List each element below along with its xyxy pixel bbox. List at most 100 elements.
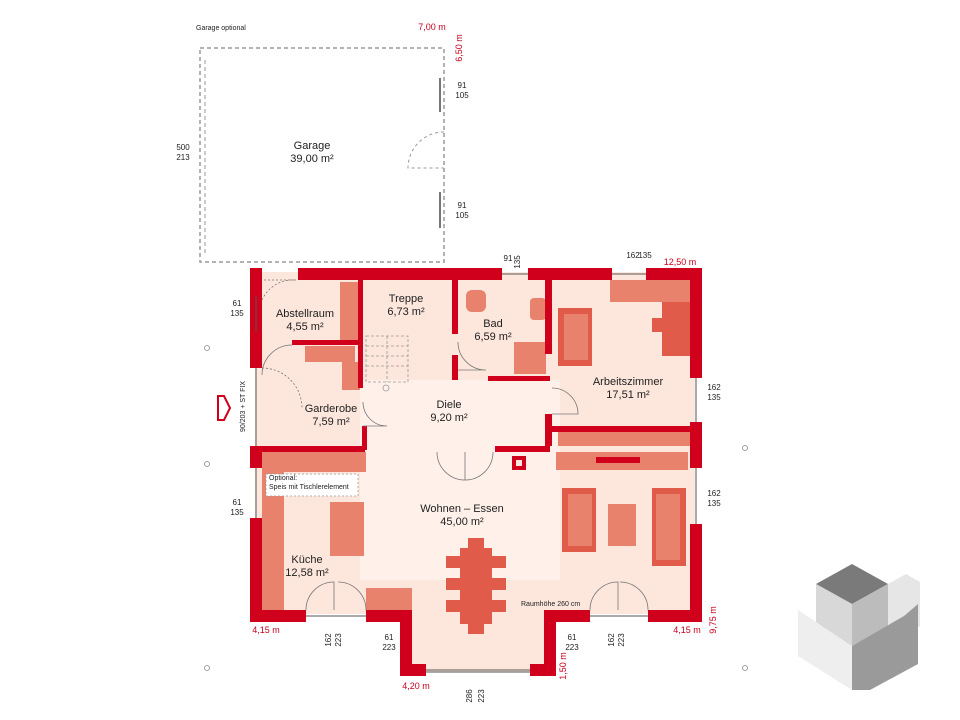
dim-bay-front-2: 223	[477, 689, 486, 703]
door-abstell	[261, 279, 297, 301]
wall-int-3	[358, 358, 363, 388]
corner-mark-1	[204, 345, 210, 351]
dim-kueche-door-2: 223	[334, 633, 343, 647]
wall-int-4	[452, 272, 458, 334]
garage: Garage optional Garage 39,00 m² 7,00 m 6…	[176, 22, 469, 263]
dining-chair-l2	[446, 578, 460, 590]
wohnen-sofa-right-seat	[656, 494, 680, 560]
dim-total-depth: 9,75 m	[708, 606, 718, 634]
dining-chair-r3	[492, 600, 506, 612]
garage-area: 39,00 m²	[290, 153, 334, 165]
dim-bay-front-1: 286	[465, 689, 474, 703]
diele-area: 9,20 m²	[430, 412, 468, 424]
wall-top-mid2	[528, 268, 612, 280]
cube-logo	[798, 564, 920, 690]
wohnen-name: Wohnen – Essen	[420, 503, 504, 515]
wall-bay-bottom-left	[400, 664, 426, 676]
door-garderobe	[261, 344, 293, 376]
corner-mark-5	[742, 665, 748, 671]
dim-arbeits-side-2: 135	[707, 393, 721, 402]
garage-window-top-dim-2: 105	[455, 91, 469, 100]
kueche-area: 12,58 m²	[285, 567, 329, 579]
dim-bay-right-1: 61	[568, 633, 577, 642]
door-wohnen-right	[619, 581, 649, 611]
bad-area: 6,59 m²	[474, 331, 512, 343]
dining-chair-l3	[446, 600, 460, 612]
garage-optional-label: Garage optional	[196, 25, 246, 32]
garderobe-area: 7,59 m²	[312, 416, 350, 428]
bad-sink	[530, 298, 546, 320]
wall-int-10	[250, 446, 365, 452]
kueche-island	[330, 502, 364, 556]
dim-wohnen-side-1: 162	[707, 489, 721, 498]
wall-bay-bottom-right	[530, 664, 556, 676]
wall-bottom-left	[250, 610, 306, 622]
garderobe-name: Garderobe	[305, 403, 358, 415]
dining-chair-r1	[492, 556, 506, 568]
dimensions: 12,50 m 9,75 m 4,15 m 4,15 m 4,20 m 1,50…	[230, 251, 721, 703]
dim-bad-window-2: 135	[513, 255, 522, 269]
arbeitszimmer-name: Arbeitszimmer	[593, 376, 664, 388]
dim-wohnen-side-2: 135	[707, 499, 721, 508]
kueche-optional-2: Speis mit Tischlerelement	[269, 484, 349, 491]
floor-glow	[360, 380, 560, 580]
wall-top-right	[646, 268, 700, 280]
arbeitszimmer-chair	[652, 318, 662, 332]
corner-mark-3	[204, 665, 210, 671]
dim-abstell-window-1: 61	[233, 299, 242, 308]
entrance-door-note: 90/203 + ST FIX	[240, 381, 247, 432]
dim-right-bottom: 4,15 m	[673, 625, 701, 635]
wall-left-mid	[250, 446, 262, 468]
dim-bay-depth: 1,50 m	[558, 652, 568, 680]
wall-left-lower	[250, 518, 262, 622]
wohnen-area: 45,00 m²	[440, 516, 484, 528]
arbeitszimmer-shelf	[610, 280, 690, 302]
dining-chair-l1	[446, 556, 460, 568]
dim-left-bottom: 4,15 m	[252, 625, 280, 635]
stairs	[365, 335, 409, 392]
dim-bad-window-1: 91	[504, 254, 513, 263]
dim-bay-width: 4,20 m	[402, 681, 430, 691]
bad-toilet	[466, 290, 486, 312]
garderobe-bench	[305, 346, 355, 362]
wall-int-11	[362, 426, 367, 450]
arbeitszimmer-sofa-seat	[564, 314, 588, 360]
wall-int-9	[545, 426, 695, 432]
dim-arbeits-top-2: 135	[638, 251, 652, 260]
door-garderobe-2	[362, 401, 388, 427]
kueche-optional-speis	[265, 473, 359, 497]
logo-face-lower-right	[852, 604, 918, 690]
door-wohnen-left	[589, 581, 619, 611]
dim-arbeits-side-1: 162	[707, 383, 721, 392]
door-diele-right	[464, 451, 494, 481]
door-bad	[457, 341, 487, 371]
dining-chair-r2	[492, 578, 506, 590]
dim-wohnen-door-2: 223	[617, 633, 626, 647]
dim-kueche-window-1: 61	[233, 498, 242, 507]
garage-depth-side: 6,50 m	[454, 34, 464, 62]
room-labels: Abstellraum 4,55 m² Treppe 6,73 m² Bad 6…	[276, 293, 664, 579]
dim-wohnen-door-1: 162	[607, 633, 616, 647]
wall-int-6	[488, 376, 550, 381]
door-kueche-right	[337, 581, 367, 611]
wall-int-1	[358, 272, 363, 358]
door-kueche-left	[305, 581, 335, 611]
wall-right-mid	[690, 422, 702, 468]
treppe-name: Treppe	[389, 293, 423, 305]
dining-chair-bottom	[468, 624, 484, 634]
wall-right-lower	[690, 524, 702, 622]
abstellraum-shelf	[340, 282, 360, 344]
treppe-area: 6,73 m²	[387, 306, 425, 318]
wall-bay-left	[400, 610, 412, 676]
wall-int-12	[495, 446, 550, 452]
arbeitszimmer-area: 17,51 m²	[606, 389, 650, 401]
garage-width-top: 7,00 m	[418, 22, 446, 32]
dim-total-width: 12,50 m	[664, 257, 697, 267]
logo-face-lower	[798, 610, 852, 690]
raumhoehe-note: Raumhöhe 260 cm	[521, 601, 580, 608]
interior-walls	[250, 272, 695, 452]
dining-table	[460, 548, 492, 624]
dim-kueche-door-1: 162	[324, 633, 333, 647]
wall-bay-right	[544, 610, 556, 676]
